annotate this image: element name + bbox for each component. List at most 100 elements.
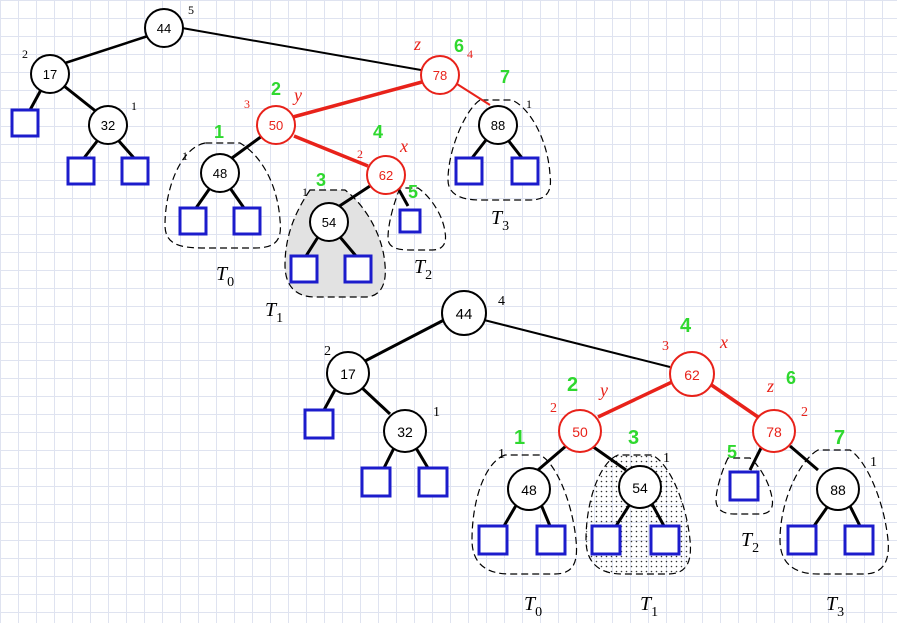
bottom-edge-62-78 [709, 382, 759, 419]
top-leaf [289, 254, 319, 284]
top-node-17-height: 2 [22, 47, 28, 61]
bottom-node-50 [558, 409, 602, 453]
top-leaf [232, 206, 262, 236]
top-node-78-order: 6 [454, 36, 464, 56]
bottom-node-44-label: 44 [456, 306, 473, 323]
top-node-44-label: 44 [157, 21, 171, 36]
top-node-54-label: 54 [322, 215, 336, 230]
bottom-node-54 [618, 465, 662, 509]
bottom-leaf [649, 524, 681, 556]
top-node-62-height: 2 [357, 147, 363, 161]
bottom-edge-44-62 [483, 319, 671, 368]
bottom-node-54-height: 1 [663, 451, 670, 466]
bottom-edge-62-50 [597, 380, 673, 419]
bottom-node-48-height: 1 [498, 447, 505, 462]
bottom-leaf [843, 524, 875, 556]
top-node-62-role: x [399, 136, 408, 156]
top-subtree-t3-label: T3 [491, 207, 509, 234]
top-edge-50-48 [231, 134, 263, 160]
bottom-leaf [786, 524, 818, 556]
bottom-leaf [590, 524, 622, 556]
bottom-node-32-height: 1 [433, 405, 440, 420]
bottom-leaf [728, 470, 760, 502]
top-edge-50-62 [293, 134, 369, 168]
bottom-node-17-height: 2 [324, 344, 331, 359]
top-node-50-order: 2 [271, 79, 281, 99]
top-t3-outline [447, 99, 552, 201]
top-node-88 [478, 105, 518, 145]
top-edge-78-88 [456, 83, 491, 106]
top-node-50 [256, 105, 296, 145]
bottom-edge-32-leaf-left [382, 447, 396, 469]
bottom-node-62-label: 62 [684, 367, 700, 383]
bottom-edge-78-leaf [748, 445, 764, 471]
top-node-44-height: 5 [188, 3, 194, 17]
top-leaf [120, 156, 150, 186]
bottom-t3-outline [779, 449, 889, 575]
bottom-leaf [303, 408, 335, 440]
top-node-48-height: 1 [182, 149, 188, 163]
top-node-50-label: 50 [269, 118, 283, 133]
bottom-subtree-t0-label: T0 [524, 593, 542, 620]
top-node-50-height: 3 [244, 97, 250, 111]
top-edge-78-50 [292, 80, 423, 119]
top-node-62-label: 62 [379, 168, 393, 183]
bottom-node-62 [669, 351, 715, 397]
bottom-node-88-label: 88 [830, 482, 846, 498]
top-edge-88-leaf-left [470, 139, 488, 159]
bottom-leaf [360, 466, 392, 498]
bottom-node-54-order: 3 [628, 427, 639, 449]
bottom-edge-50-48 [537, 444, 567, 472]
top-edge-17-32 [63, 84, 99, 115]
top-node-54 [309, 202, 349, 242]
top-node-17 [30, 54, 70, 94]
bottom-node-48-order: 1 [514, 427, 525, 449]
top-edge-44-78 [181, 27, 422, 71]
bottom-order-5: 5 [727, 442, 737, 462]
bottom-t2-outline [715, 457, 774, 515]
top-edge-48-leaf-left [194, 187, 212, 209]
top-node-48-order: 1 [214, 122, 224, 142]
bottom-node-32 [383, 409, 427, 453]
top-node-88-label: 88 [491, 118, 505, 133]
top-edge-88-leaf-right [506, 139, 524, 159]
top-subtree-t2-label: T2 [414, 256, 432, 283]
bottom-node-78 [752, 409, 796, 453]
bottom-edge-32-leaf-right [414, 447, 430, 469]
top-leaf [66, 156, 96, 186]
top-node-17-label: 17 [43, 67, 57, 82]
top-node-88-order: 7 [500, 67, 510, 87]
top-node-44 [144, 8, 184, 48]
top-node-78-label: 78 [433, 68, 447, 83]
top-node-78-role: z [413, 34, 421, 54]
bottom-edge-17-leaf [322, 387, 338, 411]
bottom-leaf [477, 524, 509, 556]
bottom-edge-78-88 [789, 444, 819, 472]
top-edge-32-leaf-right [116, 139, 136, 159]
bottom-node-78-label: 78 [766, 424, 782, 440]
bottom-edge-54-leaf-left [614, 503, 632, 527]
top-node-62-order: 4 [373, 122, 383, 142]
top-edge-32-leaf-left [82, 139, 100, 159]
top-edge-62-54 [337, 184, 371, 209]
top-subtree-t0-label: T0 [216, 263, 234, 290]
bottom-edge-54-leaf-right [650, 503, 666, 527]
top-node-54-order: 3 [316, 170, 326, 190]
top-node-32 [88, 105, 128, 145]
bottom-tree: 44 4 17 2 32 1 62 x 4 3 50 y 2 2 78 z 6 … [303, 290, 889, 620]
bottom-node-62-role: x [719, 332, 728, 352]
bottom-node-78-height: 2 [801, 405, 808, 420]
bottom-subtree-t2-label: T2 [741, 529, 759, 556]
top-leaf [398, 208, 422, 234]
bottom-node-50-order: 2 [567, 374, 578, 396]
bottom-t0-outline [471, 454, 578, 575]
top-edge-54-leaf-right [338, 236, 358, 257]
top-node-50-role: y [292, 85, 302, 105]
top-leaf [510, 156, 540, 186]
bottom-subtree-t3-label: T3 [826, 593, 844, 620]
top-node-48-label: 48 [213, 166, 227, 181]
bottom-node-50-height: 2 [550, 401, 557, 416]
bottom-node-54-label: 54 [632, 480, 648, 496]
